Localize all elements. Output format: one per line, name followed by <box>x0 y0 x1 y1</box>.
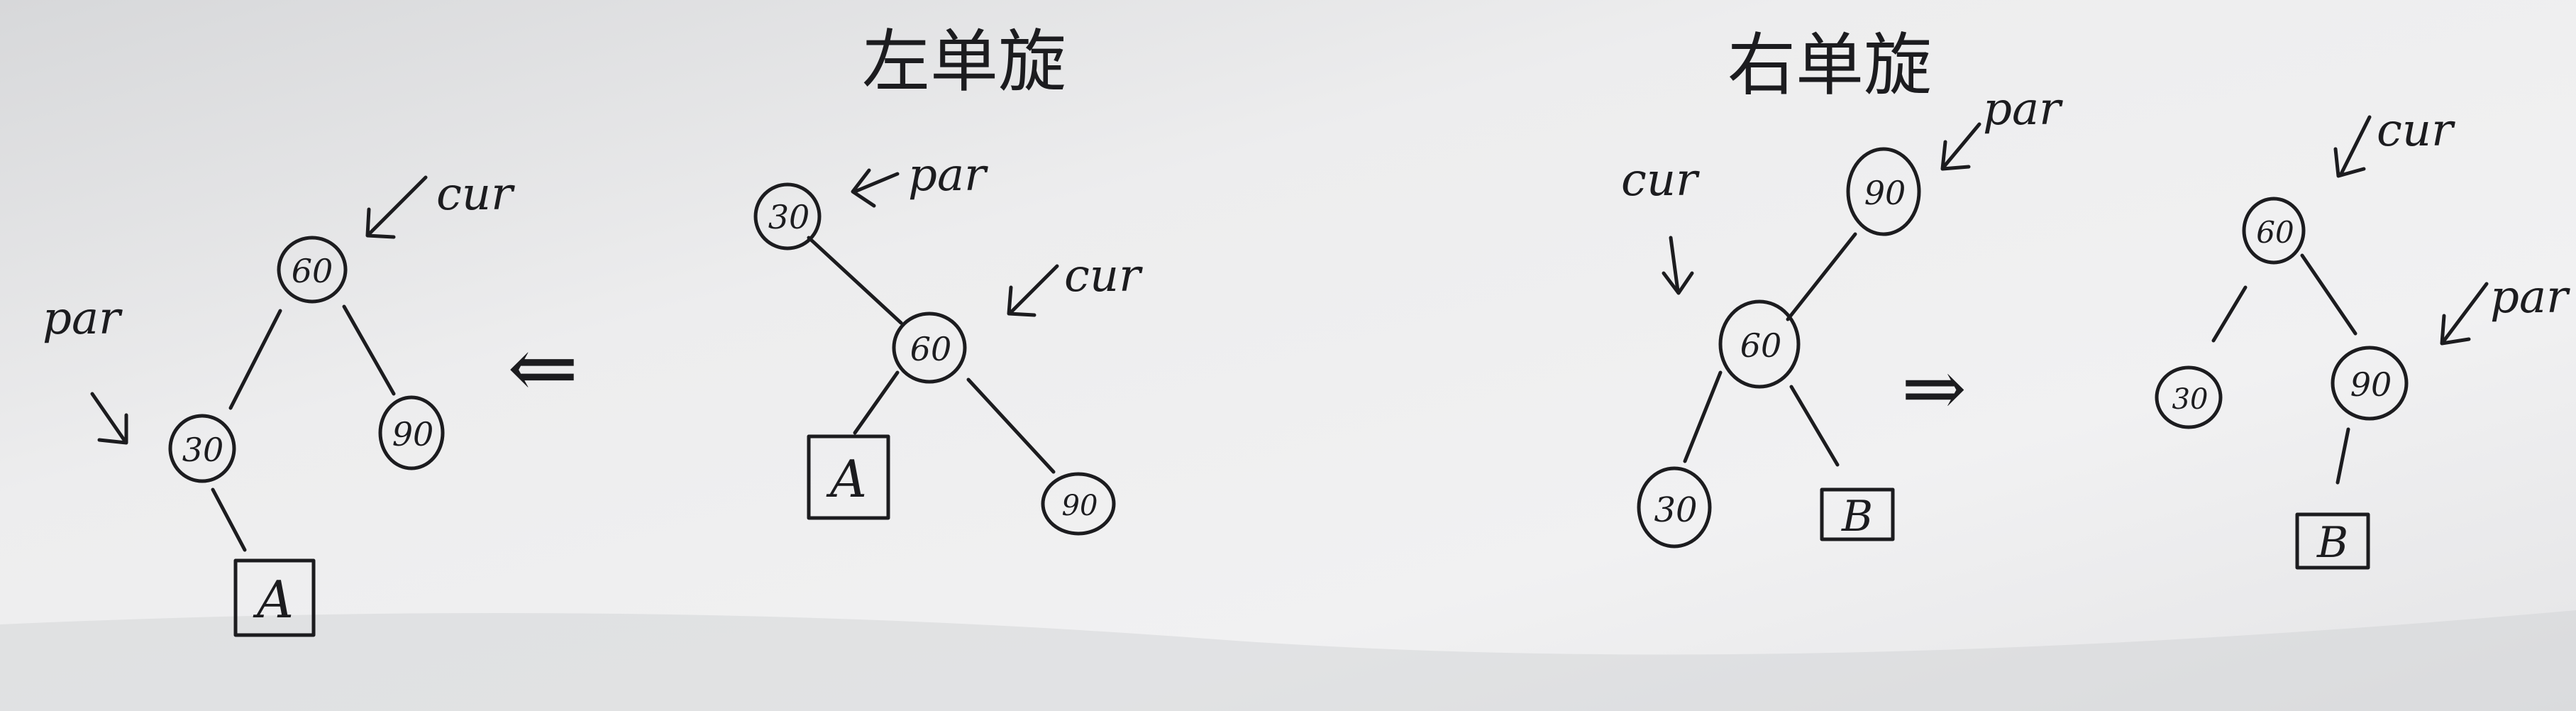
pointer-arrow <box>367 175 428 236</box>
pointer-label: par <box>1983 83 2063 136</box>
subtree-box <box>1820 487 1895 541</box>
pointer-arrowhead <box>1662 271 1694 295</box>
tree-node <box>2242 197 2306 265</box>
pointer-arrow <box>90 392 126 442</box>
pointer-arrowhead <box>851 168 876 208</box>
subtree-box <box>807 434 890 520</box>
edge <box>228 309 282 410</box>
edge <box>1683 370 1723 463</box>
node-label: 60 <box>2256 215 2294 250</box>
pointer-label: par <box>2490 271 2570 324</box>
tree-node <box>378 395 445 470</box>
subtree-box <box>2295 512 2370 570</box>
edge <box>342 304 396 396</box>
pointer-label: cur <box>436 168 515 221</box>
node-label: 30 <box>1654 490 1697 530</box>
node-label: 60 <box>292 252 333 290</box>
pointer-label: cur <box>2377 104 2455 157</box>
pointer-label: par <box>908 149 988 202</box>
node-label: 90 <box>392 415 434 453</box>
title-right-rotation: 右单旋 <box>1728 26 1932 105</box>
pointer-arrowhead <box>2333 147 2366 178</box>
tree-node <box>1637 466 1712 549</box>
left-rotation-before-tree: 30 60 90 A par cur <box>753 149 1143 536</box>
pointer-arrow <box>1009 264 1059 314</box>
node-label: 60 <box>1740 326 1782 365</box>
edge <box>807 236 903 325</box>
edge <box>1786 232 1857 321</box>
pointer-arrow <box>853 172 900 194</box>
pointer-arrowhead <box>2440 314 2471 346</box>
node-label: 90 <box>2350 365 2392 404</box>
pointer-arrowhead <box>1007 285 1037 317</box>
edge <box>853 370 900 435</box>
tree-node <box>1041 472 1116 536</box>
edge <box>966 377 1056 474</box>
tree-node <box>753 182 822 250</box>
tree-node <box>1846 147 1921 236</box>
title-left-rotation: 左单旋 <box>862 22 1066 101</box>
right-rotation-before-tree: 90 60 30 B cur par <box>1621 83 2063 549</box>
pointer-label: cur <box>1064 250 1143 302</box>
node-label: 60 <box>910 330 952 368</box>
edge <box>2335 427 2350 485</box>
pointer-arrow <box>2442 282 2489 343</box>
subtree-label: B <box>1841 492 1873 541</box>
node-label: 30 <box>2172 383 2209 416</box>
transform-arrow: ⇒ <box>1901 343 1967 434</box>
tree-node <box>277 236 348 304</box>
subtree-label: A <box>253 570 294 629</box>
right-rotation-after-tree: 60 30 90 B cur par <box>2155 104 2570 570</box>
pointer-label: cur <box>1621 154 1700 206</box>
edge <box>2300 253 2357 336</box>
node-label: 90 <box>1864 174 1906 212</box>
left-rotation-after-tree: 60 30 90 A cur par <box>43 168 515 637</box>
tree-node <box>892 312 967 384</box>
pointer-arrow <box>1669 236 1680 293</box>
pointer-arrowhead <box>97 413 128 445</box>
pointer-arrow <box>2339 115 2372 176</box>
pointer-arrow <box>1942 122 1981 169</box>
node-label: 90 <box>1062 490 1098 522</box>
node-label: 30 <box>768 198 810 236</box>
transform-arrow: ⇐ <box>507 319 579 418</box>
subtree-label: A <box>826 449 867 509</box>
tree-node <box>1718 299 1801 389</box>
edge <box>1789 385 1840 467</box>
edge <box>211 487 247 552</box>
paper-shadow-edge <box>0 610 2576 711</box>
pointer-arrowhead <box>1940 140 1971 171</box>
edge <box>2211 285 2248 343</box>
subtree-label: B <box>2316 518 2348 568</box>
tree-node <box>168 414 236 483</box>
pointer-arrowhead <box>365 207 396 239</box>
node-label: 30 <box>182 431 224 469</box>
pointer-label: par <box>43 292 123 345</box>
tree-node <box>2155 365 2223 429</box>
tree-node <box>2331 346 2409 421</box>
subtree-box <box>233 558 316 637</box>
